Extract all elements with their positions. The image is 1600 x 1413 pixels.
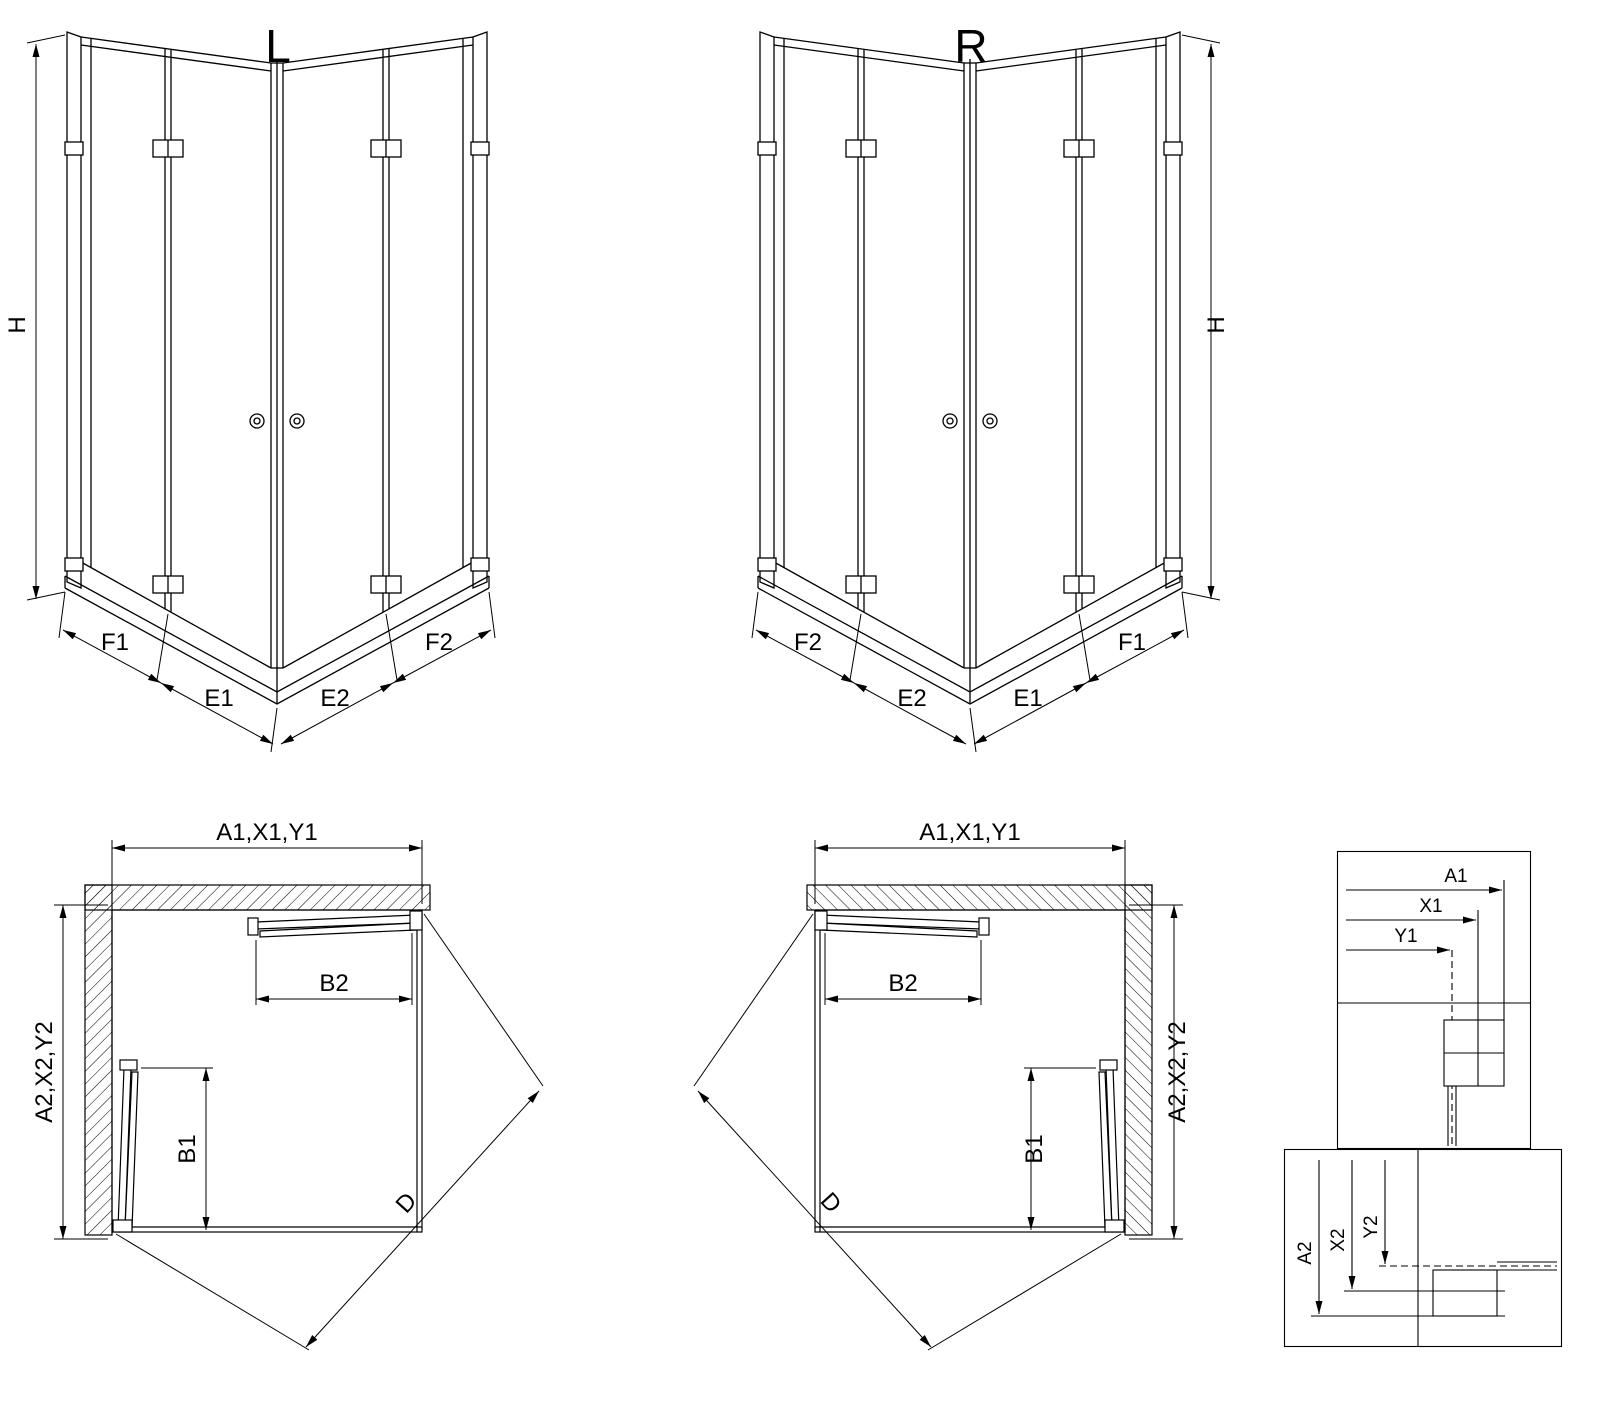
door-depth-dim-label: B1 bbox=[174, 1134, 201, 1163]
detail-dim-label: A1 bbox=[1444, 866, 1467, 887]
depth-dim-label: A2,X2,Y2 bbox=[1164, 1021, 1191, 1122]
detail-dim-label: A2 bbox=[1295, 1241, 1316, 1264]
enclosure-line-art bbox=[752, 32, 1220, 752]
height-dim-label: H bbox=[1203, 316, 1230, 333]
plan-line-art bbox=[54, 840, 543, 1350]
door-width-dim-label: B2 bbox=[888, 970, 917, 997]
door-width-dim-label: B2 bbox=[319, 970, 348, 997]
bottom-dim-label: F2 bbox=[794, 629, 822, 656]
iso-diagram-right: R H F2 E2 E1 F1 bbox=[700, 20, 1230, 800]
plan-diagram-right: A1,X1,Y1 A2,X2,Y2 B2 B1 D bbox=[617, 819, 1191, 1363]
height-dim-label: H bbox=[4, 316, 31, 333]
depth-dim-label: A2,X2,Y2 bbox=[31, 1021, 58, 1122]
bottom-dim-label: F1 bbox=[1118, 629, 1146, 656]
bottom-dim-label: E1 bbox=[1013, 685, 1042, 712]
variant-label: L bbox=[265, 20, 291, 72]
detail-width-measuring-points: A1 X1 Y1 bbox=[1336, 850, 1532, 1150]
bottom-dim-label: F1 bbox=[101, 629, 129, 656]
detail-dim-label: Y1 bbox=[1394, 926, 1417, 947]
detail-dim-label: X1 bbox=[1419, 896, 1442, 917]
detail-dim-label: X2 bbox=[1328, 1228, 1349, 1251]
bottom-dim-label: E2 bbox=[320, 685, 349, 712]
iso-diagram-left: L H F1 E1 E2 F2 bbox=[4, 20, 547, 800]
plan-line-art bbox=[694, 840, 1183, 1350]
bottom-dim-label: E2 bbox=[897, 685, 926, 712]
bottom-dim-label: F2 bbox=[425, 629, 453, 656]
variant-label: R bbox=[954, 20, 987, 72]
width-dim-label: A1,X1,Y1 bbox=[216, 819, 317, 846]
door-depth-dim-label: B1 bbox=[1021, 1134, 1048, 1163]
width-dim-label: A1,X1,Y1 bbox=[919, 819, 1020, 846]
plan-diagram-left: A1,X1,Y1 A2,X2,Y2 B2 B1 D bbox=[31, 819, 620, 1363]
detail-depth-measuring-points: A2 X2 Y2 bbox=[1283, 1148, 1563, 1348]
bottom-dim-label: E1 bbox=[204, 685, 233, 712]
detail-dim-label: Y2 bbox=[1361, 1215, 1382, 1238]
